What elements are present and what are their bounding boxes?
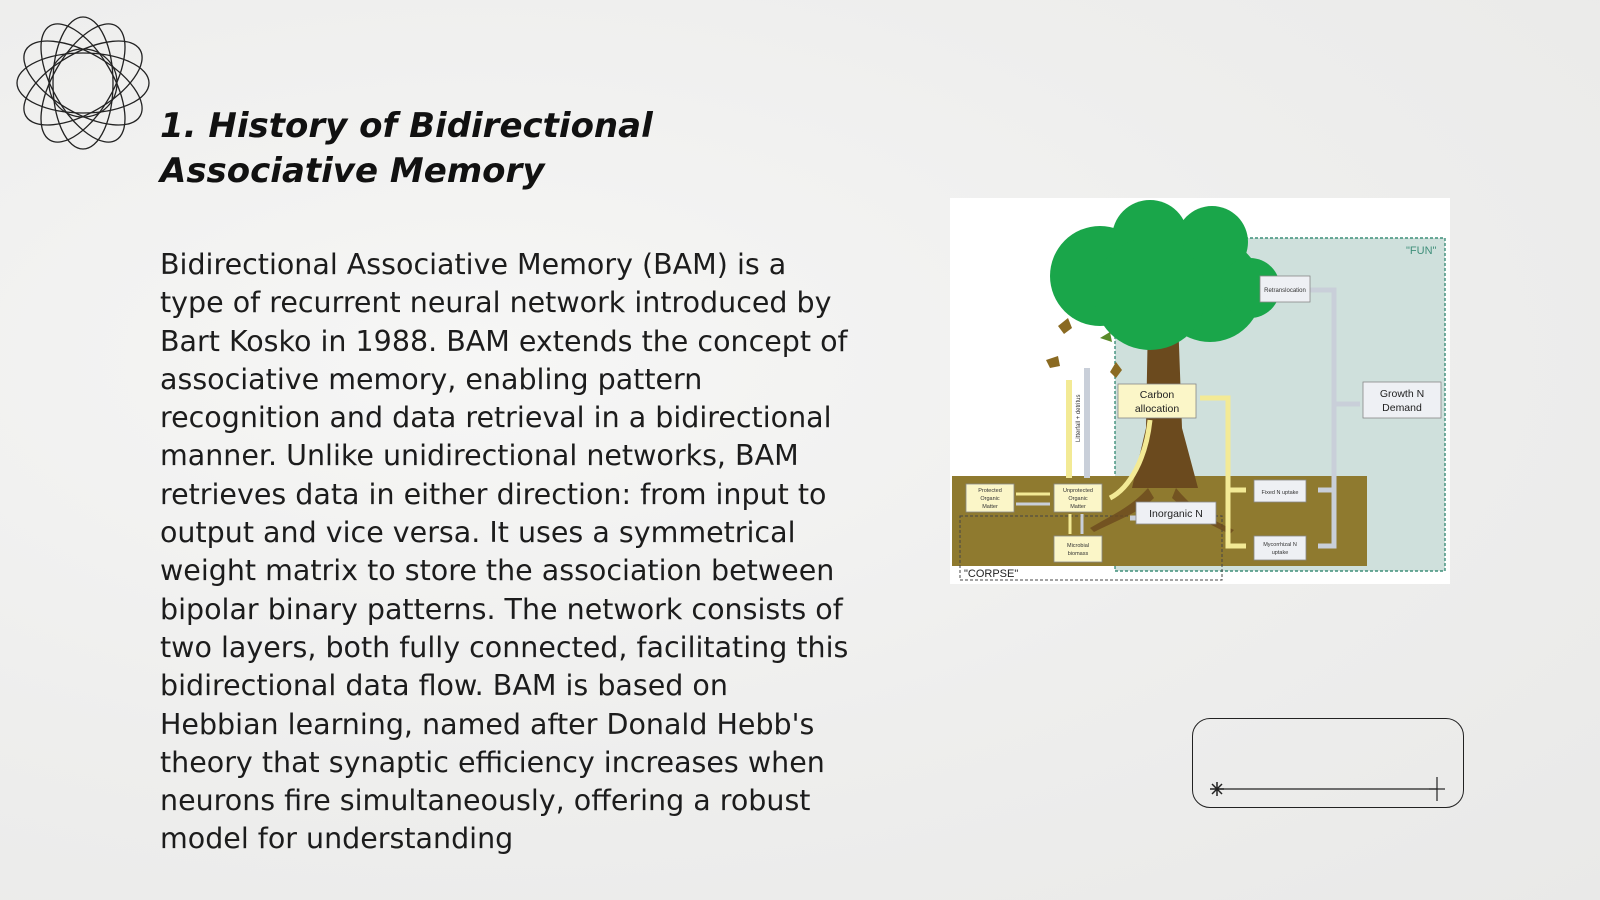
growth-n-demand-box: Growth N Demand: [1362, 381, 1442, 419]
svg-text:biomass: biomass: [1068, 551, 1089, 557]
nitrogen-cycle-diagram: "FUN" "CORPSE": [950, 198, 1450, 584]
organic-matter-exchange-arrows: [1016, 492, 1084, 534]
svg-text:allocation: allocation: [1135, 403, 1180, 415]
svg-text:Microbial: Microbial: [1067, 543, 1089, 549]
tree-foliage: [1050, 200, 1280, 350]
svg-text:Inorganic N: Inorganic N: [1149, 508, 1203, 520]
microbial-biomass-box: Microbial biomass: [1053, 535, 1103, 563]
svg-text:Organic: Organic: [1068, 496, 1088, 502]
svg-text:Matter: Matter: [1070, 504, 1086, 510]
inorganic-n-box: Inorganic N: [1135, 501, 1217, 525]
litterfall-arrows: Litterfall + detritus: [1066, 368, 1090, 478]
svg-text:Organic: Organic: [980, 496, 1000, 502]
svg-text:Carbon: Carbon: [1140, 389, 1175, 401]
asterisk-icon: [1210, 782, 1224, 796]
unprotected-organic-matter-box: Unprotected Organic Matter: [1053, 483, 1103, 513]
slide-body-text: Bidirectional Associative Memory (BAM) i…: [160, 248, 849, 856]
svg-text:Mycorrhizal N: Mycorrhizal N: [1263, 542, 1297, 548]
plus-icon: [1429, 777, 1445, 801]
timeline-decoration: [1192, 718, 1464, 808]
slide-title: 1. History of Bidirectional Associative …: [160, 106, 653, 191]
retranslocation-box: Retranslocation: [1259, 275, 1311, 303]
yellow-flow-arrows: [1108, 395, 1246, 549]
carbon-allocation-box: Carbon allocation: [1117, 383, 1197, 419]
svg-text:Retranslocation: Retranslocation: [1264, 288, 1306, 294]
falling-leaves: [1046, 318, 1122, 378]
orbital-rings-icon: [16, 16, 150, 150]
fun-label: "FUN": [1406, 245, 1437, 257]
protected-organic-matter-box: Protected Organic Matter: [965, 483, 1015, 513]
fixed-n-uptake-box: Fixed N uptake: [1253, 479, 1307, 503]
svg-text:Matter: Matter: [982, 504, 998, 510]
mycorrhizal-n-uptake-box: Mycorrhizal N uptake: [1253, 535, 1307, 561]
svg-text:Demand: Demand: [1382, 402, 1422, 414]
litterfall-label: Litterfall + detritus: [1076, 394, 1082, 442]
svg-text:Unprotected: Unprotected: [1063, 488, 1093, 494]
svg-text:Growth N: Growth N: [1380, 388, 1424, 400]
corpse-region: [959, 515, 1223, 581]
svg-text:Fixed N uptake: Fixed N uptake: [1262, 490, 1299, 496]
corpse-label: "CORPSE": [964, 568, 1018, 580]
svg-text:Protected: Protected: [978, 488, 1002, 494]
svg-text:uptake: uptake: [1272, 550, 1289, 556]
